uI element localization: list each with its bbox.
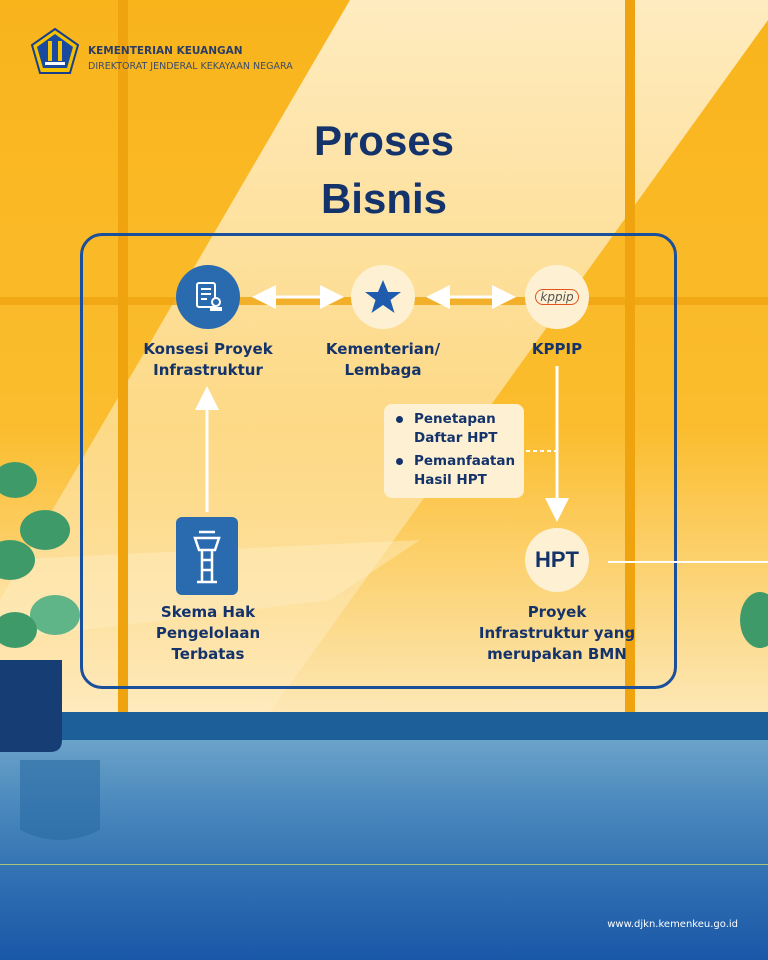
- window-frame-left: [118, 0, 128, 712]
- kl-label-1: Kementerian/: [325, 340, 441, 358]
- hpt-note-box: Penetapan Daftar HPT Pemanfaatan Hasil H…: [384, 404, 524, 498]
- window-sill: [0, 712, 768, 740]
- window-frame-right: [625, 0, 635, 712]
- kppip-node: kppip: [525, 265, 589, 329]
- document-stamp-icon: [196, 282, 222, 311]
- kemenkeu-logo: [30, 27, 80, 74]
- hpt-label-3: merupakan BMN: [487, 645, 627, 663]
- konsesi-node: [176, 265, 240, 329]
- page-title-line2: Bisnis: [320, 175, 448, 222]
- skema-label-2: Pengelolaan: [155, 624, 261, 642]
- org-name: KEMENTERIAN KEUANGAN: [88, 45, 243, 57]
- floor: [0, 740, 768, 960]
- kppip-label: KPPIP: [531, 340, 583, 358]
- hpt-label-1: Proyek: [527, 603, 587, 621]
- process-frame: [80, 233, 677, 689]
- note-item: Penetapan Daftar HPT: [392, 410, 516, 448]
- kppip-logo: kppip: [535, 289, 579, 305]
- kl-label-2: Lembaga: [344, 361, 422, 379]
- kl-node: [351, 265, 415, 329]
- skema-label-1: Skema Hak: [160, 603, 256, 621]
- kl-label: Kementerian/Lembaga: [303, 339, 463, 381]
- footer-url: www.djkn.kemenkeu.go.id: [607, 919, 738, 930]
- org-subtitle: DIREKTORAT JENDERAL KEKAYAAN NEGARA: [88, 61, 293, 72]
- skema-label-3: Terbatas: [171, 645, 245, 663]
- note-item: Pemanfaatan Hasil HPT: [392, 452, 516, 490]
- floor-line: [0, 864, 768, 865]
- page-title-line1: Proses: [313, 117, 455, 164]
- control-tower-icon: [193, 530, 221, 584]
- star-icon: [365, 280, 401, 313]
- hpt-badge: HPT: [535, 547, 579, 572]
- konsesi-label-1: Konsesi Proyek: [143, 340, 273, 358]
- skema-node: [176, 517, 238, 595]
- hpt-node: HPT: [525, 528, 589, 592]
- konsesi-label-2: Infrastruktur: [153, 361, 263, 379]
- hpt-label-2: Infrastruktur yang: [478, 624, 636, 642]
